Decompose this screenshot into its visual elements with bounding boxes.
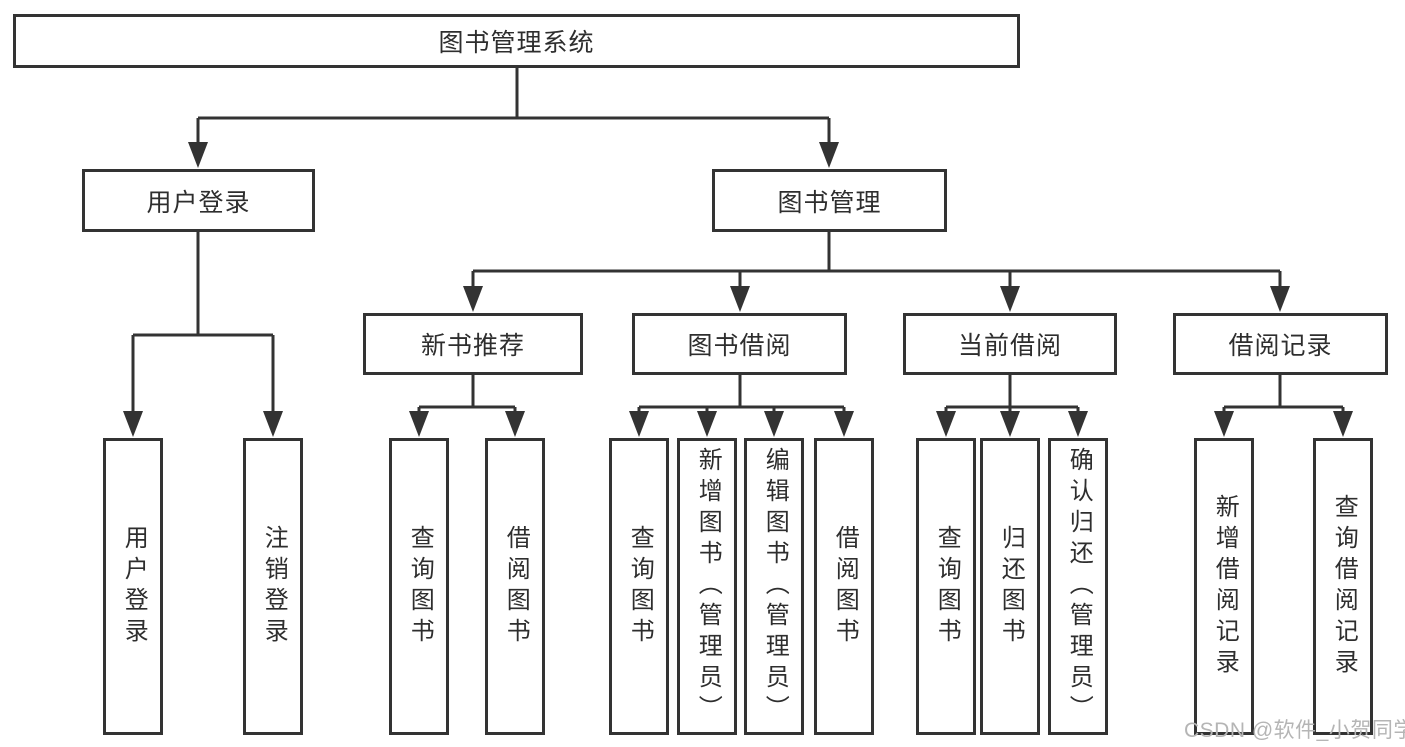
leaf-borrow-books-borrowing-label: 借阅图书 <box>831 524 859 649</box>
leaf-edit-book-admin-label: 编辑图书（管理员） <box>761 447 789 726</box>
leaf-logout-label: 注销登录 <box>260 524 288 649</box>
leaf-add-borrow-record-label: 新增借阅记录 <box>1211 493 1239 680</box>
node-library-system: 图书管理系统 <box>13 14 1020 68</box>
leaf-query-borrow-record: 查询借阅记录 <box>1313 438 1373 735</box>
leaf-query-books-current: 查询图书 <box>916 438 976 735</box>
node-current-borrowing: 当前借阅 <box>903 313 1117 375</box>
node-library-system-label: 图书管理系统 <box>438 29 595 57</box>
leaf-confirm-return-admin: 确认归还（管理员） <box>1048 438 1108 735</box>
leaf-query-borrow-record-label: 查询借阅记录 <box>1330 493 1358 680</box>
node-book-borrowing: 图书借阅 <box>632 313 847 375</box>
leaf-borrow-books-borrowing: 借阅图书 <box>814 438 874 735</box>
node-book-borrowing-label: 图书借阅 <box>687 332 792 360</box>
node-new-book-recommend-label: 新书推荐 <box>420 332 525 360</box>
node-borrowing-records-label: 借阅记录 <box>1228 332 1333 360</box>
leaf-return-books-label: 归还图书 <box>997 524 1025 649</box>
leaf-user-login: 用户登录 <box>103 438 163 735</box>
leaf-confirm-return-admin-label: 确认归还（管理员） <box>1065 447 1093 726</box>
leaf-query-books-borrowing: 查询图书 <box>609 438 669 735</box>
leaf-borrow-books-recommend: 借阅图书 <box>485 438 545 735</box>
node-book-management: 图书管理 <box>712 169 947 232</box>
leaf-add-borrow-record: 新增借阅记录 <box>1194 438 1254 735</box>
csdn-watermark: CSDN @软件_小贺同学 <box>1184 719 1405 742</box>
leaf-user-login-label: 用户登录 <box>120 524 148 649</box>
node-user-login: 用户登录 <box>82 169 315 232</box>
node-new-book-recommend: 新书推荐 <box>363 313 583 375</box>
node-user-login-label: 用户登录 <box>146 188 251 217</box>
leaf-add-book-admin-label: 新增图书（管理员） <box>694 447 722 726</box>
arrowheads <box>123 142 1353 437</box>
leaf-query-books-borrowing-label: 查询图书 <box>626 524 654 649</box>
leaf-query-books-recommend: 查询图书 <box>389 438 449 735</box>
node-book-management-label: 图书管理 <box>777 188 882 217</box>
leaf-query-books-recommend-label: 查询图书 <box>406 524 434 649</box>
leaf-query-books-current-label: 查询图书 <box>933 524 961 649</box>
leaf-edit-book-admin: 编辑图书（管理员） <box>744 438 804 735</box>
leaf-return-books: 归还图书 <box>980 438 1040 735</box>
leaf-borrow-books-recommend-label: 借阅图书 <box>502 524 530 649</box>
node-current-borrowing-label: 当前借阅 <box>957 332 1062 360</box>
leaf-add-book-admin: 新增图书（管理员） <box>677 438 737 735</box>
leaf-logout: 注销登录 <box>243 438 303 735</box>
node-borrowing-records: 借阅记录 <box>1173 313 1388 375</box>
